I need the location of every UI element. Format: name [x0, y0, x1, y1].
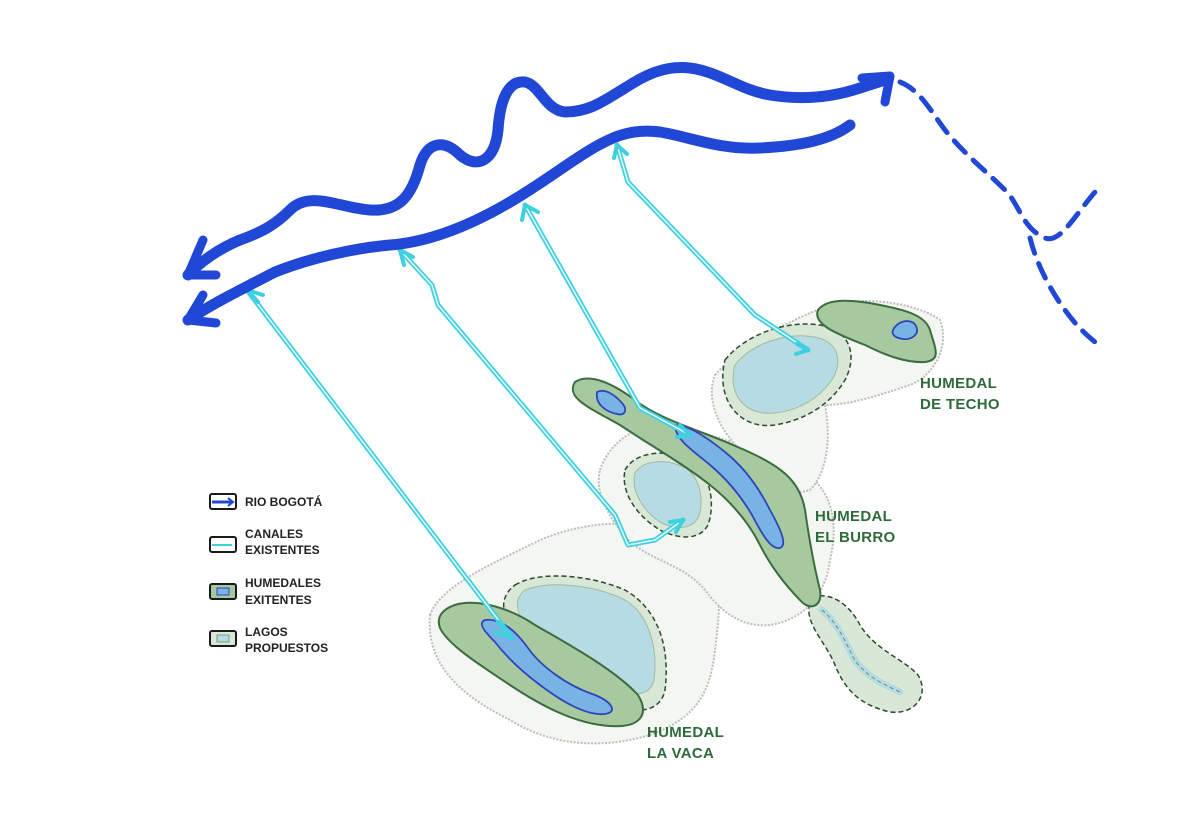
canal-2	[397, 247, 686, 548]
lake-burro	[633, 461, 702, 528]
river-dashed	[897, 79, 1098, 242]
river-lower-arrowhead	[183, 290, 221, 328]
legend-label-canales-2: EXISTENTES	[245, 543, 320, 557]
legend-label-lagos-2: PROPUESTOS	[245, 641, 328, 655]
legend-label-humedales-2: EXITENTES	[245, 593, 312, 607]
legend-label-lagos-1: LAGOS	[245, 625, 288, 639]
legend-item-canales: CANALES EXISTENTES	[209, 527, 320, 557]
wetland-techo	[816, 299, 937, 364]
label-humedal-de-techo-2: DE TECHO	[920, 396, 1000, 413]
label-humedal-la-vaca-2: LA VACA	[647, 745, 714, 762]
legend-item-humedales: HUMEDALES EXITENTES	[209, 576, 321, 607]
wetland-el-burro-water-b	[674, 424, 785, 549]
legend-label-humedales-1: HUMEDALES	[245, 576, 321, 590]
river-lower-branch	[182, 119, 856, 326]
label-humedal-de-techo: HUMEDAL	[920, 375, 997, 392]
label-humedal-la-vaca: HUMEDAL	[647, 724, 724, 741]
wetland-techo-water	[891, 320, 918, 340]
legend-item-rio-bogota: RIO BOGOTÁ	[209, 493, 323, 510]
proposed-lakes	[503, 323, 923, 713]
wetland-el-burro-water-a	[595, 390, 627, 416]
existing-canals	[244, 142, 811, 641]
label-humedal-el-burro-2: EL BURRO	[815, 529, 895, 546]
river-dashed-south	[1027, 235, 1098, 345]
legend: RIO BOGOTÁ CANALES EXISTENTES HUMEDALES …	[209, 493, 328, 655]
river-upper-arrowhead	[183, 235, 221, 280]
legend-label-rio-bogota: RIO BOGOTÁ	[245, 494, 323, 509]
existing-wetlands	[437, 299, 937, 728]
legend-item-lagos: LAGOS PROPUESTOS	[209, 625, 328, 655]
river-upper-branch	[182, 61, 891, 281]
legend-label-canales-1: CANALES	[245, 527, 303, 541]
rio-bogota	[182, 61, 1098, 345]
canal-1	[244, 287, 515, 641]
canal-3	[520, 202, 693, 439]
lake-techo	[732, 335, 839, 414]
label-humedal-el-burro: HUMEDAL	[815, 508, 892, 525]
river-east-arrowhead	[857, 71, 895, 107]
canal-4	[612, 142, 811, 356]
wetland-la-vaca-water	[481, 618, 613, 715]
